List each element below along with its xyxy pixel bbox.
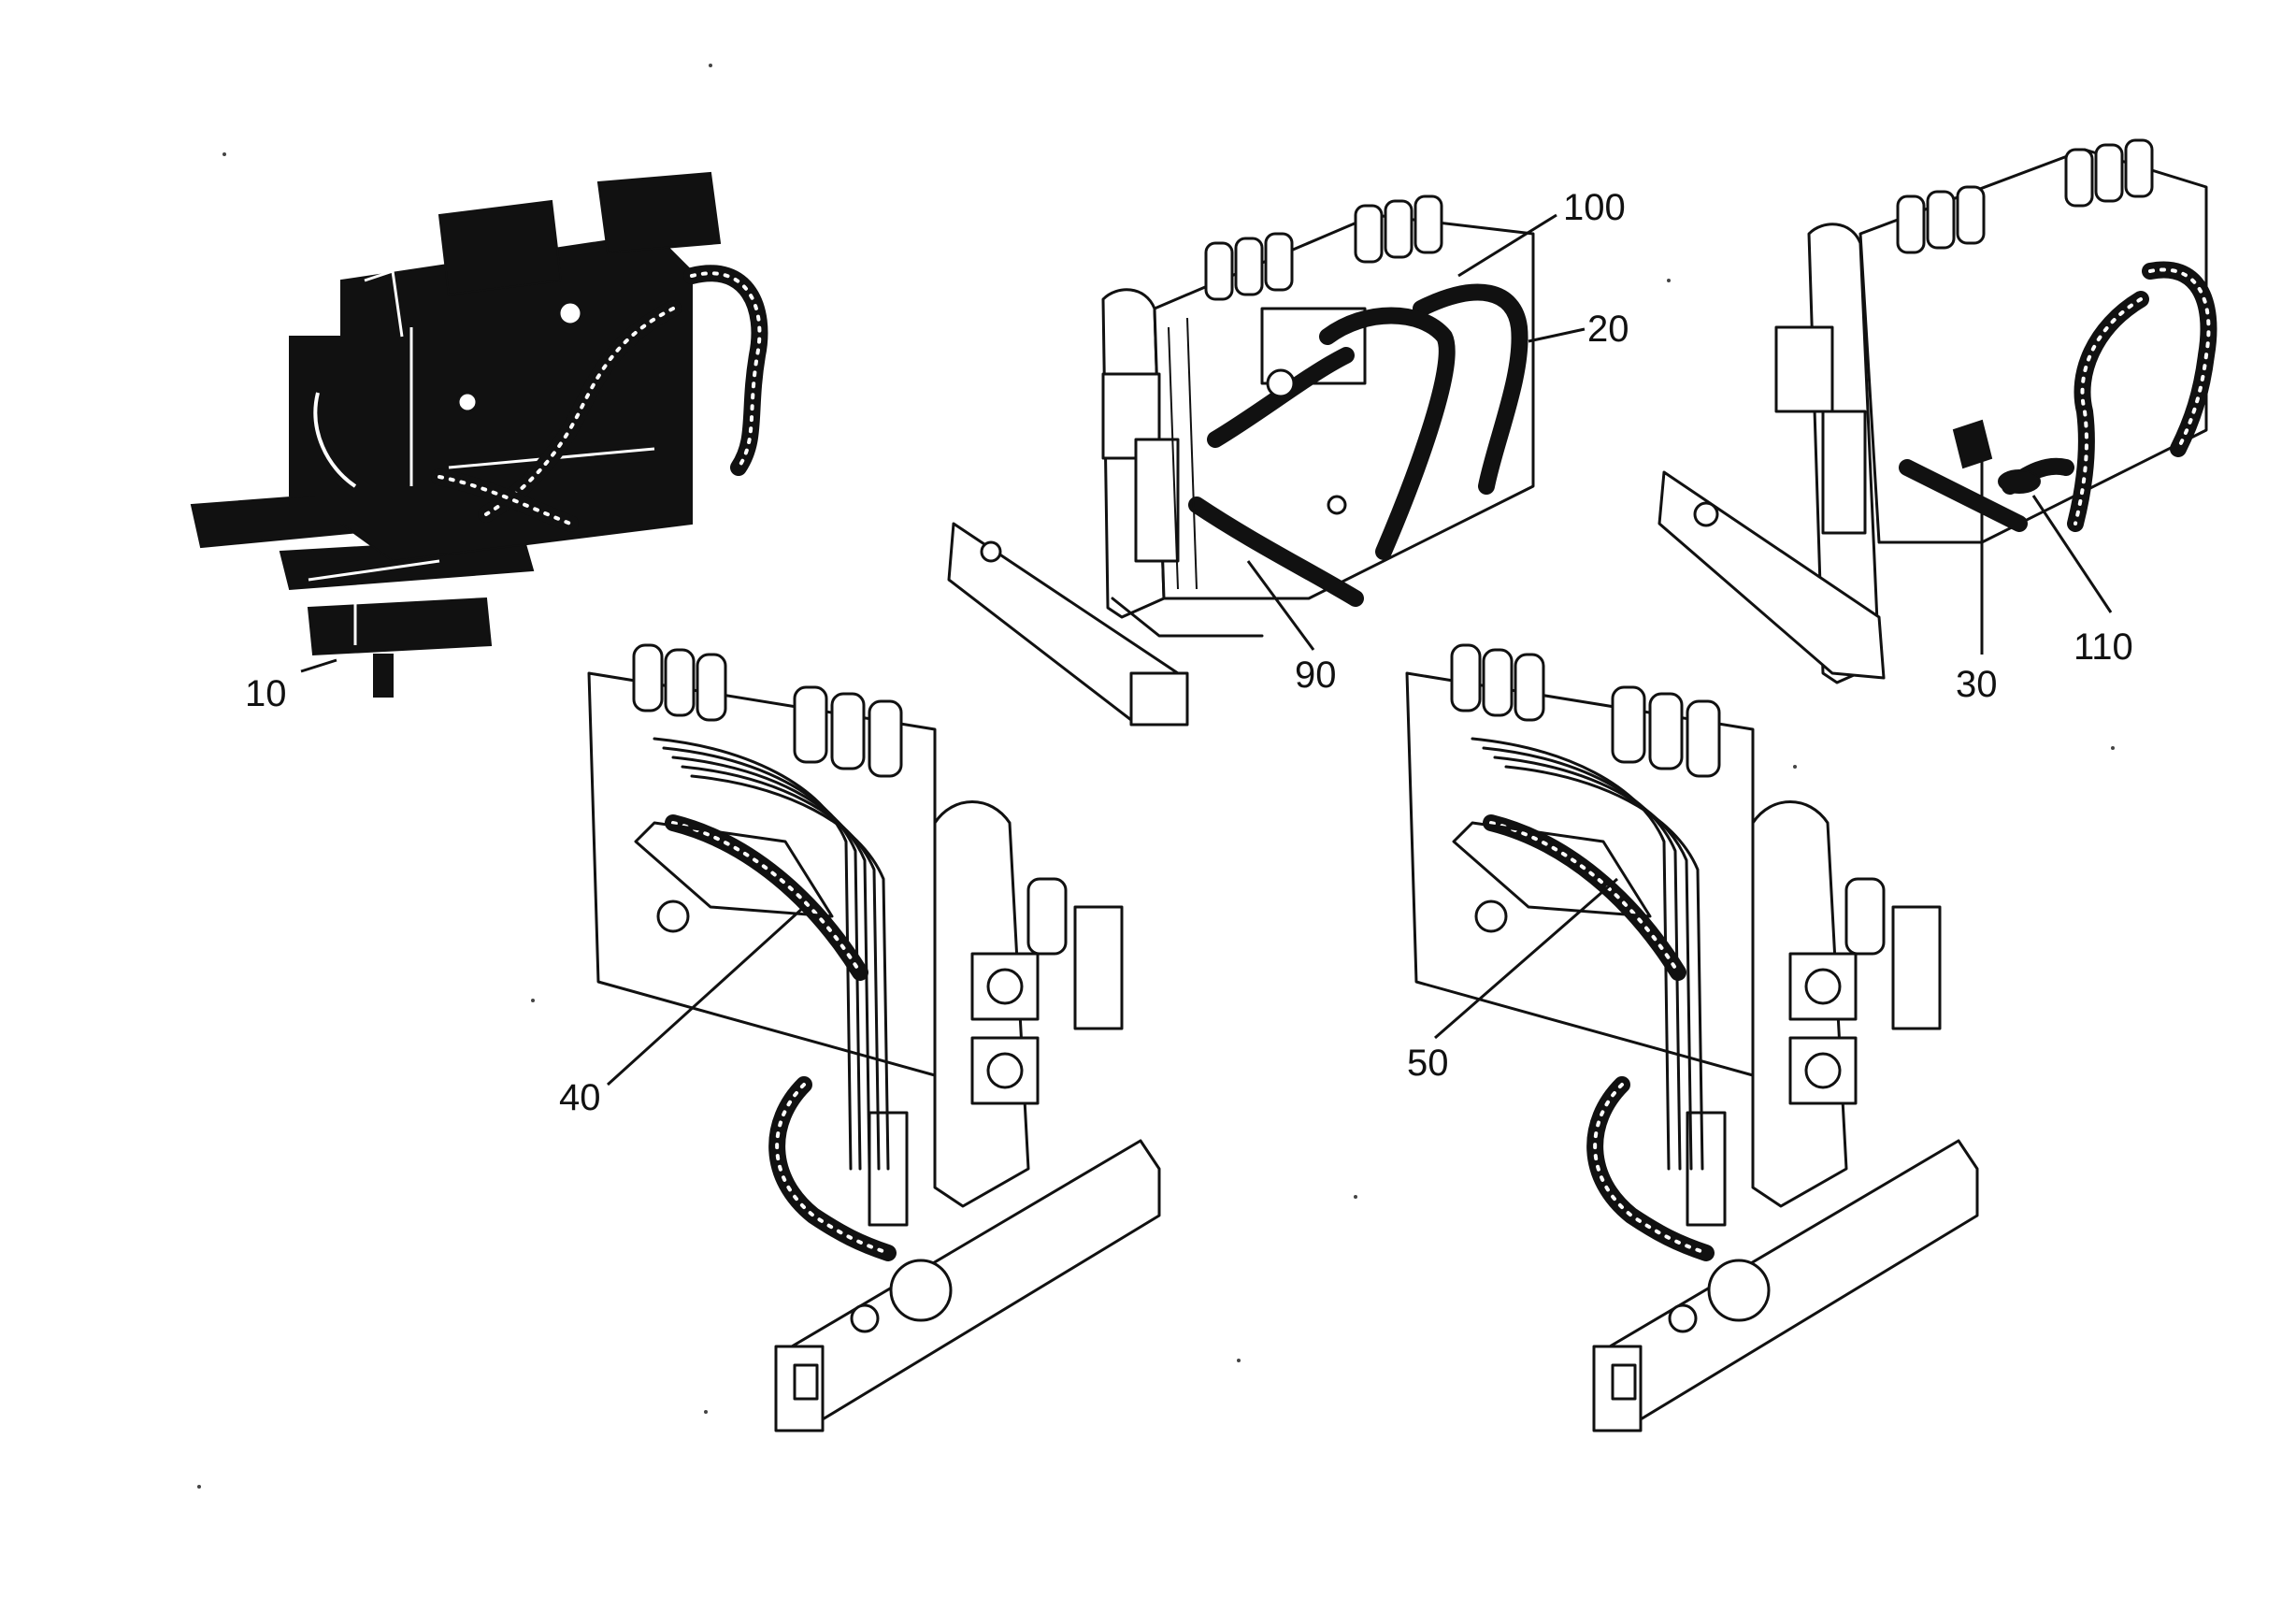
assembly-top-center xyxy=(947,194,1535,727)
leader-20 xyxy=(1528,327,1586,343)
leader-lines xyxy=(300,213,2113,1087)
assembly-10-silhouette xyxy=(190,171,768,698)
leader-110 xyxy=(2031,495,2113,613)
callout-90: 90 xyxy=(1295,655,1337,696)
leader-10 xyxy=(300,658,337,673)
assembly-bottom-left xyxy=(587,643,1161,1432)
callout-20: 20 xyxy=(1587,309,1629,350)
callout-100: 100 xyxy=(1563,187,1626,228)
leader-90 xyxy=(1246,560,1315,651)
callout-110: 110 xyxy=(2074,626,2133,668)
callout-10: 10 xyxy=(245,673,287,714)
callout-40: 40 xyxy=(559,1077,601,1118)
leader-50 xyxy=(1434,877,1618,1040)
callout-30: 30 xyxy=(1956,664,1998,705)
leader-100 xyxy=(1457,213,1557,278)
leader-40 xyxy=(606,905,806,1087)
callout-50: 50 xyxy=(1407,1043,1449,1084)
assembly-bottom-right xyxy=(1405,643,1979,1432)
callout-labels: 10 100 20 90 30 110 40 50 xyxy=(245,187,2133,1118)
scan-specks xyxy=(197,64,2115,1489)
assembly-top-right xyxy=(1657,138,2217,684)
